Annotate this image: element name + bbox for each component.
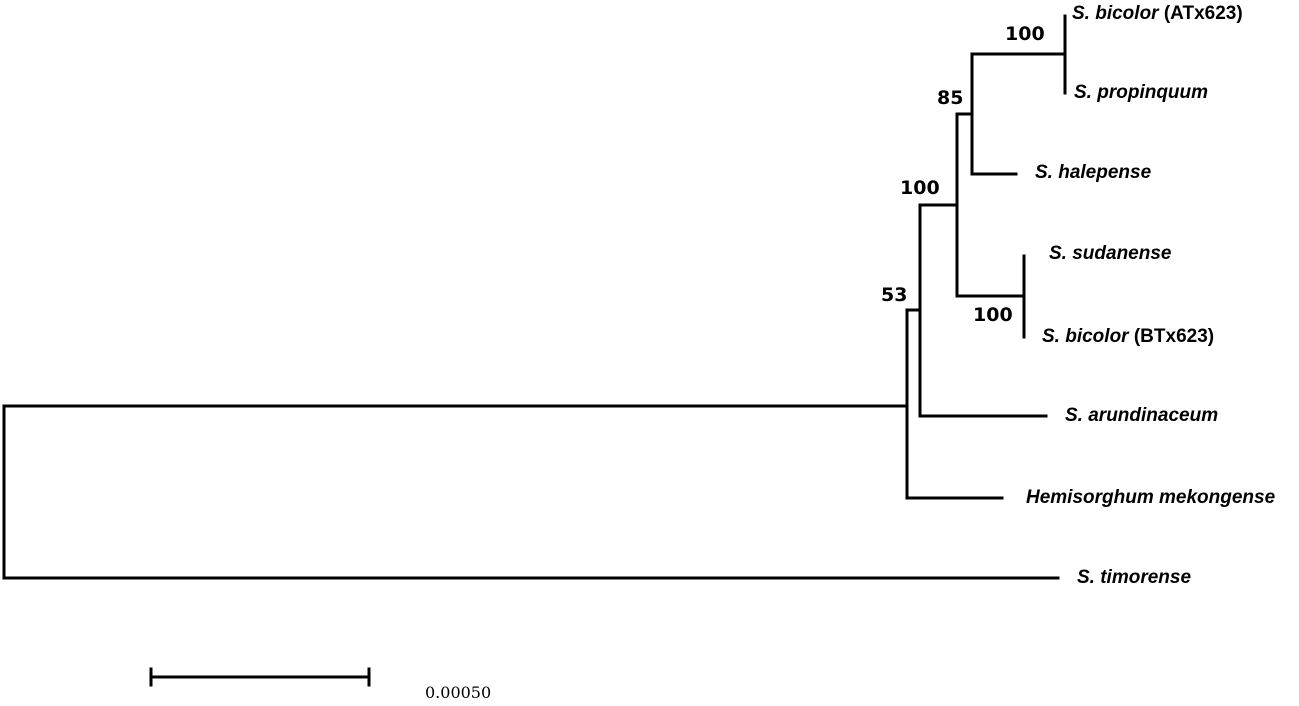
support-with-halepense: 85 <box>937 87 963 109</box>
support-bicolor-propinquum: 100 <box>1005 23 1045 45</box>
taxon-label-sudanense: S. sudanense <box>1049 243 1172 264</box>
taxon-label-arundinaceum: S. arundinaceum <box>1065 405 1218 426</box>
support-sudanense-bicolor-btx: 100 <box>973 304 1013 326</box>
scale-bar-label: 0.00050 <box>425 683 491 702</box>
taxon-label-propinquum: S. propinquum <box>1074 82 1208 103</box>
taxon-label-bicolor-atx623: S. bicolor (ATx623) <box>1072 3 1243 24</box>
taxon-label-halepense: S. halepense <box>1035 162 1152 183</box>
taxon-label-timorense: S. timorense <box>1077 567 1191 588</box>
support-with-arundinaceum: 53 <box>881 284 907 306</box>
tree-branches <box>2 14 1067 580</box>
scale-bar: 0.00050 <box>149 667 491 702</box>
support-core-clade: 100 <box>900 177 940 199</box>
taxon-labels: S. bicolor (ATx623) S. propinquum S. hal… <box>1026 3 1276 588</box>
taxon-label-bicolor-btx623: S. bicolor (BTx623) <box>1042 326 1214 347</box>
taxon-label-hemisorghum: Hemisorghum mekongense <box>1026 487 1276 508</box>
support-values: 100 85 100 53 100 <box>881 23 1045 326</box>
